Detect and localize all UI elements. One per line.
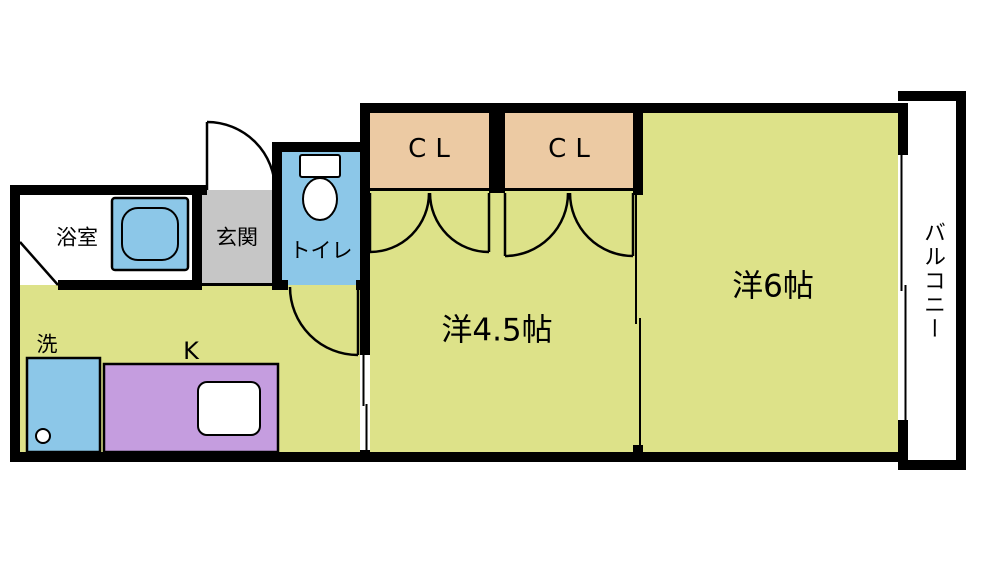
label-western6: 洋6帖 <box>732 268 814 305</box>
kitchen-sink <box>197 381 261 436</box>
wall <box>898 420 908 462</box>
toilet-door-arc <box>288 286 359 357</box>
wall <box>489 103 505 193</box>
toilet-tank <box>299 154 341 178</box>
closet1-track-line <box>370 188 489 191</box>
bathtub-rim <box>121 207 179 261</box>
bathroom-door-line <box>19 241 59 286</box>
entrance-step-line <box>202 283 272 286</box>
label-western45: 洋4.5帖 <box>441 312 553 349</box>
closet1-door-arc <box>369 192 431 254</box>
wall <box>10 185 20 462</box>
entrance-door-arc <box>206 120 277 191</box>
wall <box>10 185 207 195</box>
closet2-floor <box>505 108 633 190</box>
fixtures <box>25 154 341 454</box>
balcony-wall <box>898 460 966 470</box>
wall <box>633 445 643 462</box>
walls <box>10 91 966 470</box>
label-toilet: トイレ <box>289 238 353 263</box>
balcony-wall <box>956 91 966 470</box>
wall <box>356 280 370 290</box>
wall <box>192 185 202 290</box>
closet2-door-arc <box>504 192 570 258</box>
closet2-door-arc <box>568 192 634 258</box>
closet1-floor <box>370 108 489 190</box>
balcony-wall <box>898 91 966 101</box>
wall <box>272 142 282 290</box>
label-entrance: 玄関 <box>216 225 258 250</box>
label-balcony: バルコニー <box>920 221 945 341</box>
label-closet2: CL <box>548 134 599 164</box>
wall <box>898 103 908 155</box>
label-laundry: 洗 <box>36 332 58 357</box>
bathtub <box>110 196 190 272</box>
entrance-floor <box>197 190 277 285</box>
wall <box>58 280 202 290</box>
label-closet1: CL <box>408 134 459 164</box>
western6-floor <box>633 103 898 462</box>
wall <box>633 103 643 195</box>
closet1-door-arc <box>428 192 490 254</box>
wall <box>10 452 908 462</box>
toilet-bowl <box>302 177 338 221</box>
closet2-track-line <box>505 188 633 191</box>
doors <box>19 120 907 450</box>
washer-drain <box>35 428 51 444</box>
wall <box>272 142 370 152</box>
label-kitchen: K <box>183 337 199 365</box>
wall <box>360 103 370 355</box>
label-bathroom: 浴室 <box>56 225 98 250</box>
wall <box>272 280 288 290</box>
